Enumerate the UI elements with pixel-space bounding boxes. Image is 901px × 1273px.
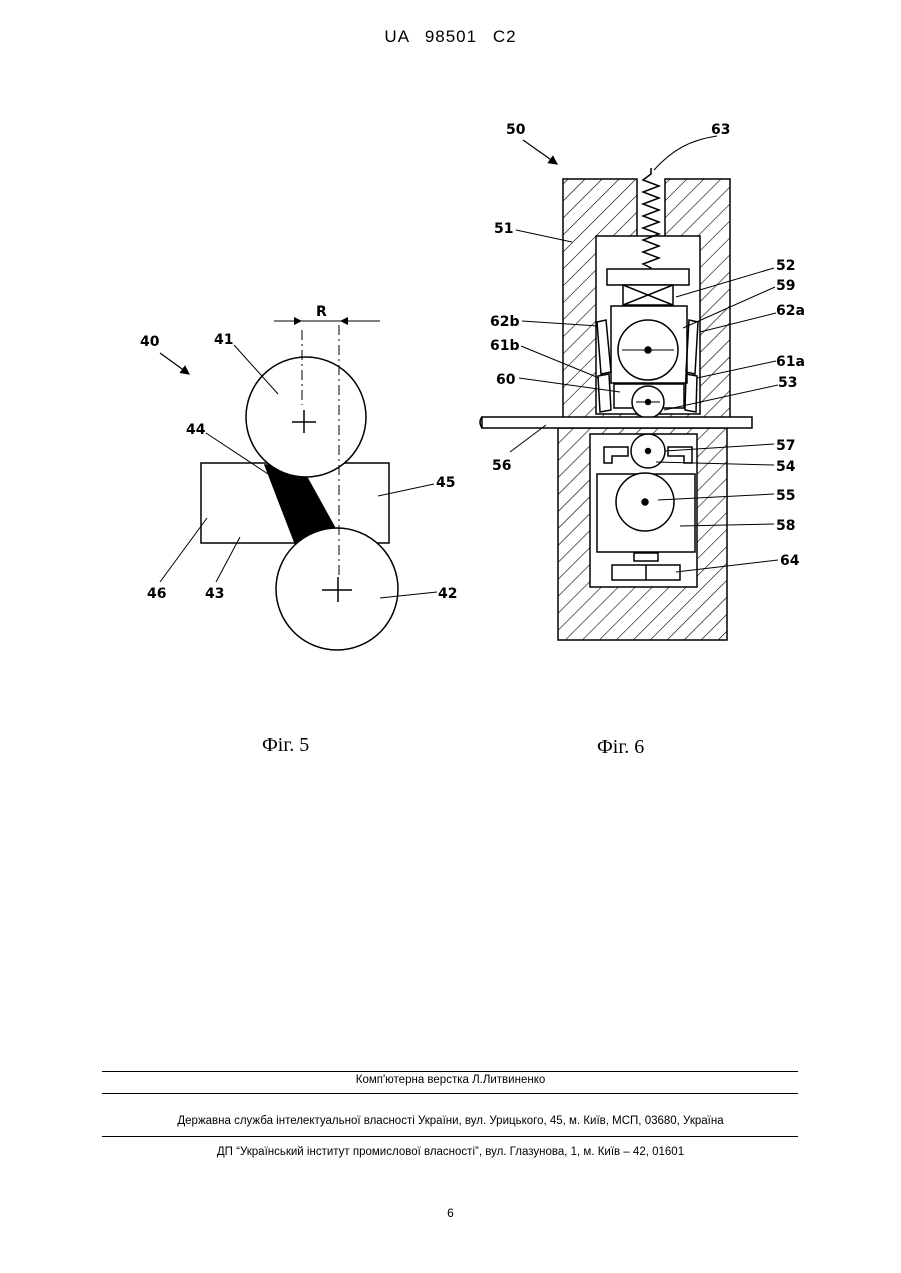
label-62a: 62a <box>776 303 805 319</box>
label-54: 54 <box>776 459 796 475</box>
figure-5 <box>160 321 437 650</box>
label-52: 52 <box>776 258 795 274</box>
label-42: 42 <box>438 586 457 602</box>
label-59: 59 <box>776 278 795 294</box>
figure-6-caption: Фіг. 6 <box>597 736 644 758</box>
label-46: 46 <box>147 586 166 602</box>
upper-roll <box>246 357 366 477</box>
label-61a: 61a <box>776 354 805 370</box>
figure-5-caption: Фіг. 5 <box>262 734 309 756</box>
footer-layout-credit: Комп'ютерна верстка Л.Литвиненко <box>0 1074 901 1086</box>
footer-agency: Державна служба інтелектуальної власност… <box>0 1115 901 1127</box>
label-64: 64 <box>780 553 800 569</box>
label-41: 41 <box>214 332 233 348</box>
figure-6 <box>480 136 778 640</box>
label-43: 43 <box>205 586 224 602</box>
label-57: 57 <box>776 438 795 454</box>
spring <box>643 168 659 270</box>
label-60: 60 <box>496 372 516 388</box>
label-56: 56 <box>492 458 511 474</box>
label-58: 58 <box>776 518 795 534</box>
footer-divider-middle <box>102 1093 798 1094</box>
strip <box>482 417 752 428</box>
label-62b: 62b <box>490 314 520 330</box>
wedge-62a <box>686 320 698 374</box>
label-51: 51 <box>494 221 513 237</box>
label-R: R <box>316 304 327 320</box>
label-53: 53 <box>778 375 797 391</box>
wedge-62b <box>597 320 611 374</box>
label-55: 55 <box>776 488 795 504</box>
label-61b: 61b <box>490 338 520 354</box>
footer-institute: ДП “Український інститут промислової вла… <box>0 1146 901 1158</box>
page-number: 6 <box>0 1206 901 1220</box>
pressure-plate <box>607 269 689 285</box>
label-45: 45 <box>436 475 455 491</box>
label-40: 40 <box>140 334 160 350</box>
wedge-61b <box>598 374 611 412</box>
label-44: 44 <box>186 422 206 438</box>
footer-divider-top <box>102 1071 798 1072</box>
lower-roll <box>276 528 398 650</box>
footer-divider-bottom <box>102 1136 798 1137</box>
label-50: 50 <box>506 122 526 138</box>
label-63: 63 <box>711 122 730 138</box>
